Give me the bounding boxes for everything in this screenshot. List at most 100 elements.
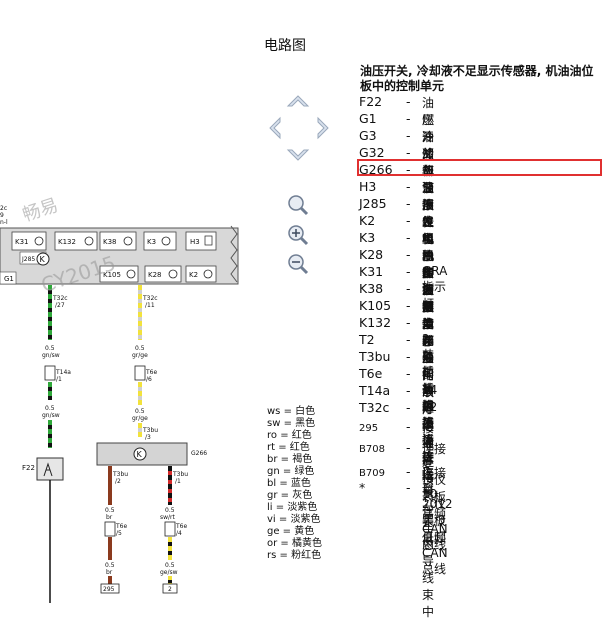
legend-dash: -: [406, 281, 411, 296]
legend-desc: 6 芯插头连接: [422, 366, 435, 464]
legend-desc: 油压开关: [422, 96, 435, 161]
legend-dash: -: [406, 128, 411, 143]
pin-label: /5: [116, 530, 122, 537]
legend-code: G3: [359, 128, 377, 143]
legend-code: B709: [359, 468, 385, 479]
legend-desc: GRA 指示灯: [422, 264, 448, 311]
color-name: 白色: [295, 406, 316, 417]
legend-code: T6e: [359, 366, 383, 381]
legend-code: K38: [359, 281, 384, 296]
color-code: gn: [267, 466, 280, 477]
wire-4: T3bu /1 0.5 sw/rt T6e /4 0.5 ge/sw 2: [160, 466, 188, 594]
size-label: 0.5: [105, 562, 115, 569]
conn-label: T6e: [145, 369, 157, 376]
zoom-in-button[interactable]: [288, 225, 309, 246]
zoom-fit-button[interactable]: [288, 195, 309, 216]
legend-dash: -: [406, 94, 411, 109]
color-name: 红色: [289, 442, 310, 453]
g1-label: G1: [4, 275, 14, 283]
legend-desc: 警报蜂鸣器和警报音: [422, 181, 435, 331]
legend-code: K31: [359, 264, 384, 279]
legend-desc: 接地连接 10 在车内导线束中: [422, 421, 438, 619]
color-code: vi: [267, 514, 276, 525]
legend-dash: -: [406, 196, 411, 211]
header-line: 板中的控制单元: [360, 79, 445, 93]
color-key-row: gr = 灰色: [267, 486, 312, 501]
legend-dash: -: [406, 383, 411, 398]
color-key-row: rs = 粉红色: [267, 546, 321, 561]
nav-up-button[interactable]: [286, 95, 310, 107]
color-key-row: ro = 红色: [267, 426, 312, 441]
j285-label: J285: [21, 256, 35, 263]
size-label: 0.5: [45, 405, 55, 412]
color-name: 淡紫色: [287, 502, 318, 513]
legend-desc: 32 芯插头连接: [422, 400, 438, 498]
legend-dash: -: [406, 264, 411, 279]
color-name: 黑色: [295, 418, 316, 429]
conn-label: T3bu: [112, 471, 128, 478]
legend-desc: 连接 1（仪表板低频 CAN 总线: [422, 466, 448, 576]
legend-dash: -: [406, 162, 411, 177]
legend-desc: 14 芯插头连接: [422, 383, 438, 481]
lamp-label: H3: [190, 238, 200, 246]
color-code: br: [267, 454, 278, 465]
pin-label: /3: [145, 434, 151, 441]
legend-desc: 仪表板中的控制单元: [422, 198, 435, 348]
bottom-label: 2: [168, 586, 172, 593]
nav-left-button[interactable]: [269, 116, 281, 140]
legend-dash: -: [406, 315, 411, 330]
legend-code: T3bu: [359, 349, 391, 364]
legend-code: K132: [359, 315, 392, 330]
lamp-label: K2: [189, 271, 198, 279]
color-equals: =: [276, 478, 291, 489]
color-key-row: vi = 淡紫色: [267, 510, 320, 525]
color-equals: =: [280, 418, 296, 429]
top-label: 9: [0, 212, 4, 219]
legend-dash: -: [406, 298, 411, 313]
color-name: 黄色: [294, 526, 315, 537]
color-label: br: [106, 514, 113, 521]
circuit-diagram: 2c 9 n-l K31 K132 K38 K3 H3 J285 K: [0, 95, 329, 603]
legend-dash: -: [406, 230, 411, 245]
top-label: 2c: [0, 205, 7, 212]
legend-code: *: [359, 480, 366, 495]
legend-dash: -: [406, 247, 411, 262]
conn-label: T3bu: [172, 471, 188, 478]
color-key-row: li = 淡紫色: [267, 498, 318, 513]
legend-code: T14a: [359, 383, 391, 398]
color-name: 褐色: [292, 454, 313, 465]
color-label: gr/ge: [132, 352, 148, 359]
header-line: 油压开关, 冷却液不足显示传感器, 机油油位: [360, 64, 594, 78]
conn-label: T14a: [55, 369, 71, 376]
legend-desc: 机油压力指示灯: [422, 232, 435, 348]
color-key-row: gn = 绿色: [267, 462, 314, 477]
pin-label: /1: [56, 376, 62, 383]
legend-dash: -: [406, 480, 411, 495]
legend-dash: -: [406, 213, 411, 228]
color-equals: =: [279, 526, 295, 537]
legend-dash: -: [406, 332, 411, 347]
conn-label: T32c: [142, 295, 158, 302]
svg-text:K: K: [137, 450, 143, 459]
color-key-row: sw = 黑色: [267, 414, 316, 429]
color-code: ro: [267, 430, 278, 441]
legend-code: K105: [359, 298, 392, 313]
highlight-g266: [357, 159, 602, 176]
color-key-row: ge = 黄色: [267, 522, 315, 537]
legend-desc: 油位指示灯: [422, 283, 435, 365]
color-code: rt: [267, 442, 276, 453]
color-name: 蓝色: [290, 478, 311, 489]
size-label: 0.5: [165, 507, 175, 514]
legend-desc: 冷却液温度表: [422, 130, 435, 229]
f22-label: F22: [22, 464, 35, 472]
conn-label: T32c: [52, 295, 68, 302]
color-equals: =: [277, 490, 293, 501]
nav-down-button[interactable]: [286, 149, 310, 161]
legend-code: T32c: [359, 400, 390, 415]
nav-right-button[interactable]: [317, 116, 329, 140]
zoom-out-button[interactable]: [288, 254, 309, 275]
legend-code: F22: [359, 94, 383, 109]
lamp-label: K38: [103, 238, 117, 246]
color-equals: =: [277, 454, 293, 465]
legend-code: 295: [359, 423, 379, 434]
